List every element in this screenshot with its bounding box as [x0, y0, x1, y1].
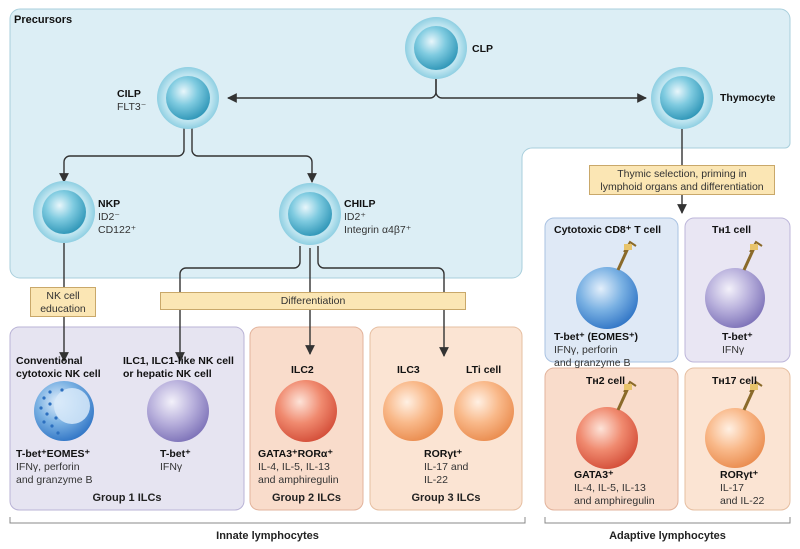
group3-marker-1: RORγt⁺	[424, 448, 463, 460]
thymocyte-cell	[651, 67, 713, 129]
group1-panel	[9, 326, 245, 511]
cilp-marker: FLT3⁻	[117, 101, 147, 113]
th17-marker-2: IL-17	[720, 482, 744, 494]
group1-title: Group 1 ILCs	[92, 492, 162, 504]
cd8-marker-1: T-bet⁺ (EOMES⁺)	[554, 331, 638, 343]
th2-marker-1: GATA3⁺	[574, 469, 614, 481]
adaptive-bracket	[544, 517, 791, 524]
thymic-line-2: lymphoid organs and differentiation	[600, 181, 764, 193]
ilc1-title-1: ILC1, ILC1-like NK cell	[123, 355, 234, 367]
th1-cell	[705, 240, 765, 328]
group3-title: Group 3 ILCs	[411, 492, 481, 504]
group2-title: Group 2 ILCs	[271, 492, 342, 504]
arrow-to-chilp	[191, 128, 317, 183]
adaptive-footer: Adaptive lymphocytes	[609, 530, 726, 542]
cd8-title: Cytotoxic CD8⁺ T cell	[554, 224, 662, 236]
innate-bracket	[9, 517, 526, 524]
ilc3-title: ILC3	[397, 364, 420, 376]
th17-cell	[705, 380, 765, 468]
group3-marker-3: IL-22	[424, 474, 448, 486]
ilc1-cell	[147, 380, 209, 442]
conv-nk-title-2: cytotoxic NK cell	[16, 368, 101, 380]
nk-education-line-2: education	[40, 303, 86, 315]
th2-cell	[576, 380, 638, 469]
th2-marker-2: IL-4, IL-5, IL-13	[574, 482, 646, 494]
chilp-marker-2: Integrin α4β7⁺	[344, 224, 412, 236]
arrow-to-ilc1	[175, 246, 301, 362]
chilp-label: CHILP	[344, 198, 376, 210]
cd8-marker-2: IFNγ, perforin	[554, 344, 618, 356]
ilc2-cell	[275, 380, 337, 442]
th1-marker-1: T-bet⁺	[722, 331, 753, 343]
thymic-line-1: Thymic selection, priming in	[617, 168, 747, 180]
arrow-to-nkp	[59, 128, 185, 183]
th17-marker-3: and IL-22	[720, 495, 765, 507]
arrow-to-ilc3	[317, 246, 449, 357]
nkp-marker-1: ID2⁻	[98, 211, 120, 223]
conv-nk-marker-1: T-bet⁺EOMES⁺	[16, 448, 91, 460]
cd8-t-cell	[576, 240, 638, 329]
th2-title: Tʜ2 cell	[586, 375, 626, 387]
conv-nk-title-1: Conventional	[16, 355, 83, 367]
group3-panel	[369, 326, 523, 511]
nkp-cell	[33, 181, 95, 243]
cilp-label: CILP	[117, 88, 141, 100]
cilp-cell	[157, 67, 219, 129]
th1-marker-2: IFNγ	[722, 344, 745, 356]
group3-marker-2: IL-17 and	[424, 461, 469, 473]
innate-footer: Innate lymphocytes	[216, 530, 319, 542]
chilp-cell	[279, 183, 341, 245]
th2-marker-3: and amphiregulin	[574, 495, 655, 507]
precursors-title: Precursors	[14, 14, 73, 26]
thymocyte-label: Thymocyte	[720, 92, 776, 104]
nkp-marker-2: CD122⁺	[98, 224, 137, 236]
cd8-marker-3: and granzyme B	[554, 357, 631, 369]
ilc2-marker-2: IL-4, IL-5, IL-13	[258, 461, 330, 473]
ilc1-marker-2: IFNγ	[160, 461, 183, 473]
clp-label: CLP	[472, 43, 493, 55]
thymic-selection-label: Thymic selection, priming in lymphoid or…	[589, 165, 775, 195]
th17-title: Tʜ17 cell	[712, 375, 757, 387]
conv-nk-marker-3: and granzyme B	[16, 474, 93, 486]
lti-cell	[454, 381, 514, 441]
clp-cell	[405, 17, 467, 79]
ilc3-cell	[383, 381, 443, 441]
nkp-label: NKP	[98, 198, 121, 210]
th1-title: Tʜ1 cell	[712, 224, 752, 236]
th17-marker-1: RORγt⁺	[720, 469, 759, 481]
lti-title: LTi cell	[466, 364, 502, 376]
conv-nk-marker-2: IFNγ, perforin	[16, 461, 80, 473]
conv-nk-cell	[34, 381, 94, 441]
ilc2-title: ILC2	[291, 364, 314, 376]
nk-education-line-1: NK cell	[46, 290, 80, 302]
ilc2-marker-3: and amphiregulin	[258, 474, 339, 486]
differentiation-label: Differentiation	[160, 292, 466, 310]
ilc1-title-2: or hepatic NK cell	[123, 368, 212, 380]
chilp-marker-1: ID2⁺	[344, 211, 366, 223]
nk-education-label: NK cell education	[30, 287, 96, 317]
ilc2-marker-1: GATA3⁺RORα⁺	[258, 448, 333, 460]
ilc1-marker-1: T-bet⁺	[160, 448, 191, 460]
